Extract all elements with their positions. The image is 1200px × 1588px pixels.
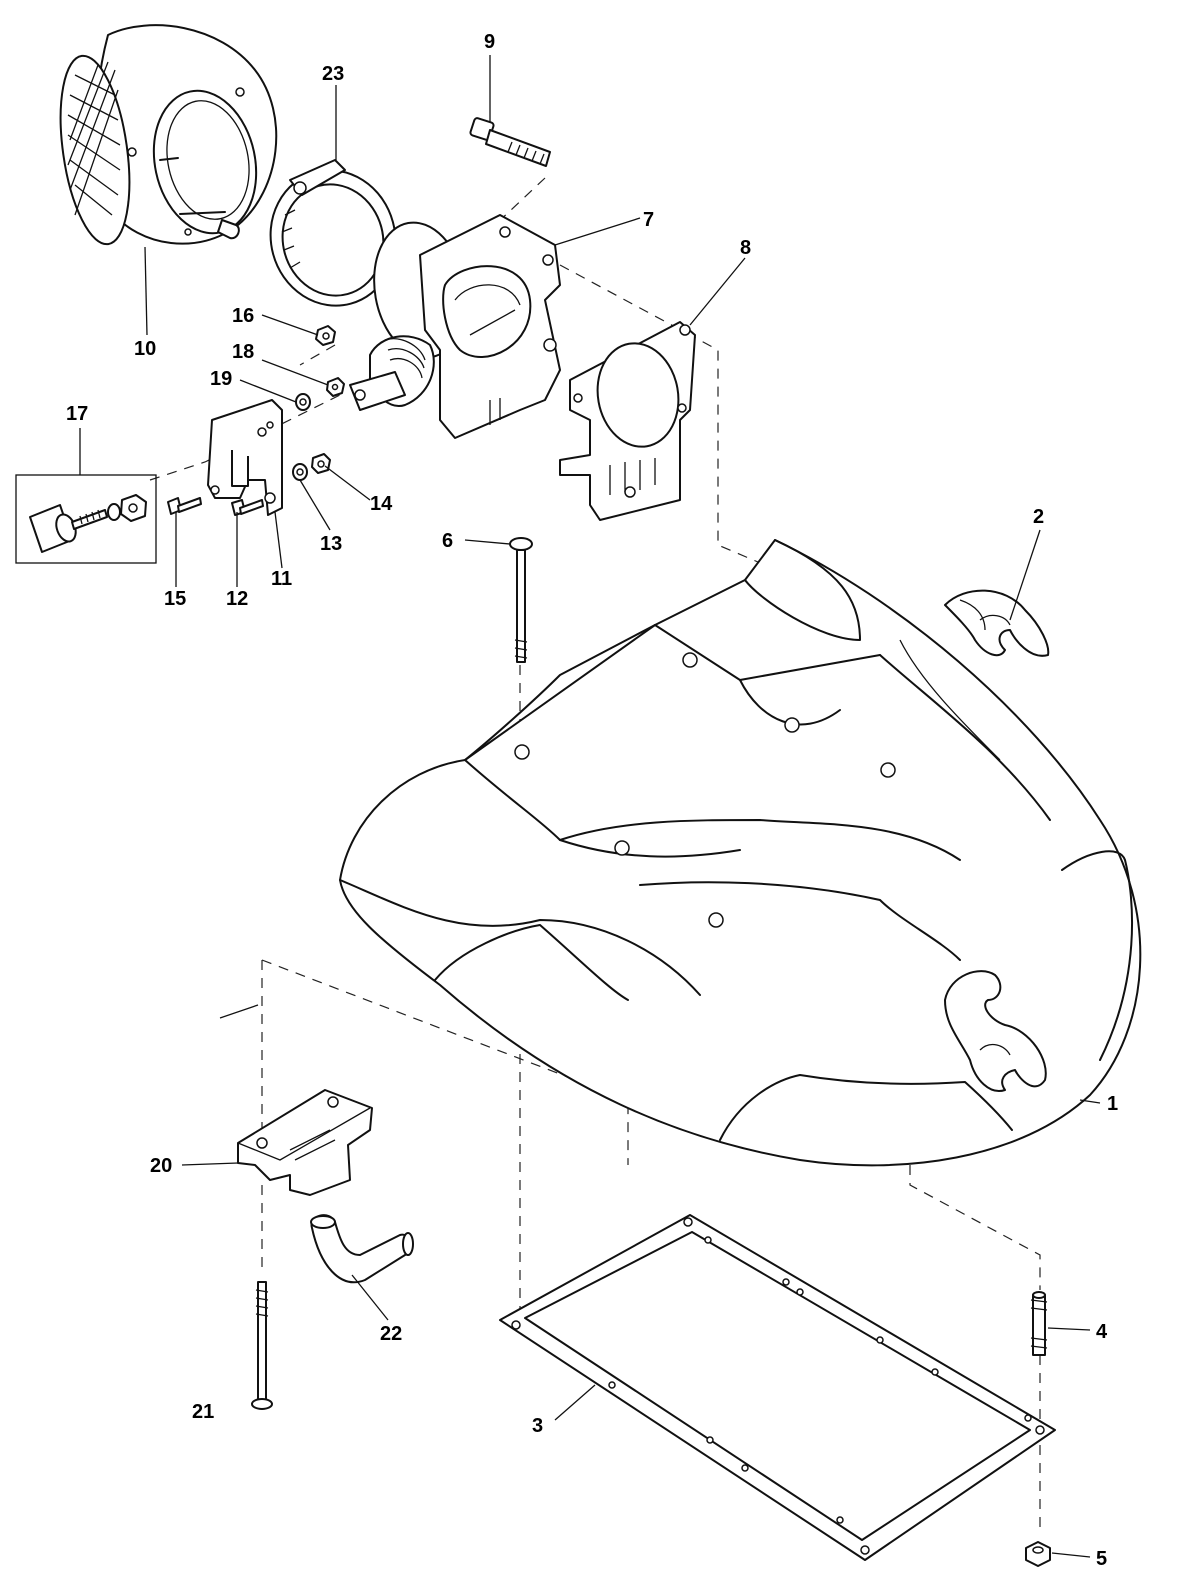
callout-16: 16 [232,305,254,327]
callout-22: 22 [380,1323,402,1345]
engine-cover-1-part [339,539,1142,1167]
callout-8: 8 [740,237,751,259]
callout-3: 3 [532,1415,543,1437]
callout-11: 11 [271,568,292,590]
hose-clamp-part [269,159,397,307]
callout-2: 2 [1033,506,1044,528]
callout-leader-lines [79,55,1101,1558]
callout-5: 5 [1096,1548,1107,1570]
long-bolt-6-part [509,537,533,663]
callout-18: 18 [232,341,254,363]
bracket-11-part [207,399,283,516]
callout-19: 19 [210,368,232,390]
callout-9: 9 [484,31,495,53]
stud-4-part [1030,1291,1048,1356]
bolt-21-part [251,1281,273,1410]
callout-7: 7 [643,209,654,231]
gasket-8-part [559,321,696,521]
callout-1: 1 [1107,1093,1118,1115]
callout-20: 20 [150,1155,172,1177]
callout-4: 4 [1096,1321,1108,1343]
nut-5-part [1025,1541,1051,1567]
emblem-2-part [944,589,1050,657]
callout-13: 13 [320,533,342,555]
small-hardware-parts [295,325,345,411]
callout-17: 17 [66,403,88,425]
sensor-module-20-part [237,1089,373,1196]
bolt-9-part [469,117,551,167]
air-filter-part [59,24,278,246]
ball-joint-17-part [15,474,157,564]
callout-15: 15 [164,588,186,610]
callout-14: 14 [370,493,393,515]
callout-10: 10 [134,338,156,360]
callout-6: 6 [442,530,453,552]
throttle-body-part [349,214,561,439]
callout-labels: 1 2 3 4 5 6 7 8 9 10 11 12 13 14 15 16 1… [66,31,1118,1570]
fastener-parts [167,453,331,516]
hose-elbow-22-part [310,1214,414,1283]
callout-21: 21 [192,1401,214,1423]
gasket-3-part [499,1214,1056,1561]
callout-12: 12 [226,588,248,610]
callout-23: 23 [322,63,344,85]
